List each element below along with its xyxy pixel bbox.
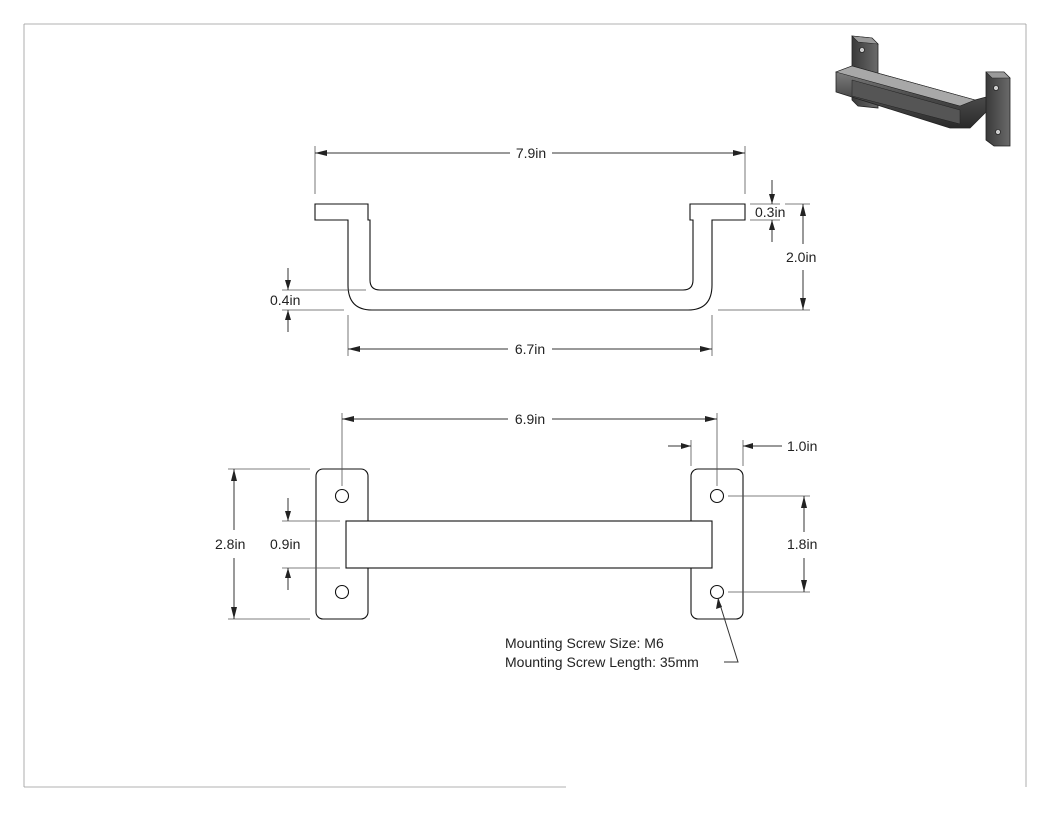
dim-label-flange-thickness: 0.3in: [755, 204, 785, 220]
dim-hole-spacing-vertical: 1.8in: [728, 495, 817, 593]
dim-label-hole-spacing-vertical: 1.8in: [787, 536, 817, 552]
dim-label-inner-span: 6.7in: [515, 341, 545, 357]
screw-size-note: Mounting Screw Size: M6: [505, 635, 664, 651]
dim-overall-width: 7.9in: [314, 145, 746, 194]
dim-label-height: 2.0in: [786, 249, 816, 265]
mounting-hole-bottom-left: [334, 584, 350, 600]
dim-label-bar-width: 0.9in: [270, 536, 300, 552]
dim-bar-thickness: 0.4in: [270, 268, 366, 332]
mounting-screw-note: Mounting Screw Size: M6 Mounting Screw L…: [505, 597, 739, 670]
screw-length-note: Mounting Screw Length: 35mm: [505, 654, 699, 670]
mounting-hole-top-right: [709, 488, 725, 504]
front-view-profile: [314, 203, 746, 311]
dim-label-hole-spacing-horizontal: 6.9in: [515, 411, 545, 427]
front-view: [314, 203, 746, 311]
dim-label-bar-thickness: 0.4in: [270, 292, 300, 308]
dim-label-plate-height: 2.8in: [215, 536, 245, 552]
mounting-hole-bottom-right: [709, 584, 725, 600]
sheet-border: [23, 23, 1027, 788]
isometric-preview: [835, 35, 1011, 147]
dim-flange-thickness: 0.3in: [750, 180, 785, 242]
dim-plate-height: 2.8in: [215, 468, 310, 620]
dim-label-overall-width: 7.9in: [516, 145, 546, 161]
dim-bar-width: 0.9in: [270, 498, 340, 590]
handle-bar: [345, 520, 713, 569]
dim-plate-width: 1.0in: [668, 438, 817, 466]
dim-inner-span: 6.7in: [347, 315, 713, 357]
top-view: [315, 468, 744, 620]
dim-label-plate-width: 1.0in: [787, 438, 817, 454]
dim-height: 2.0in: [718, 203, 816, 311]
mounting-hole-top-left: [334, 488, 350, 504]
dim-hole-spacing-horizontal: 6.9in: [341, 411, 718, 486]
